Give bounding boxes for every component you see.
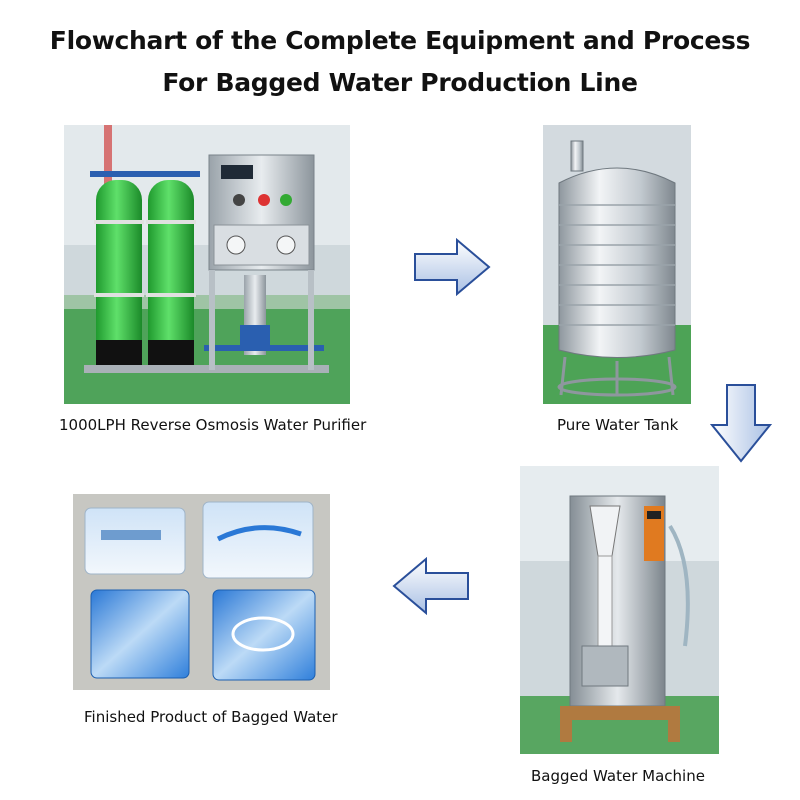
ro-water-purifier-photo — [64, 125, 350, 404]
step-2-caption: Pure Water Tank — [557, 416, 679, 434]
arrow-down-icon — [709, 383, 773, 468]
bag-filling-machine-photo — [520, 466, 719, 754]
arrow-right-icon — [413, 237, 491, 301]
stainless-water-tank-photo — [543, 125, 691, 404]
title-line-2: For Bagged Water Production Line — [162, 68, 638, 97]
step-4-caption: Finished Product of Bagged Water — [84, 708, 338, 726]
step-3-caption: Bagged Water Machine — [531, 767, 705, 785]
step-1-caption: 1000LPH Reverse Osmosis Water Purifier — [59, 416, 367, 434]
title-line-1: Flowchart of the Complete Equipment and … — [49, 26, 751, 55]
water-bags-photo — [73, 494, 330, 690]
arrow-left-icon — [392, 556, 470, 620]
